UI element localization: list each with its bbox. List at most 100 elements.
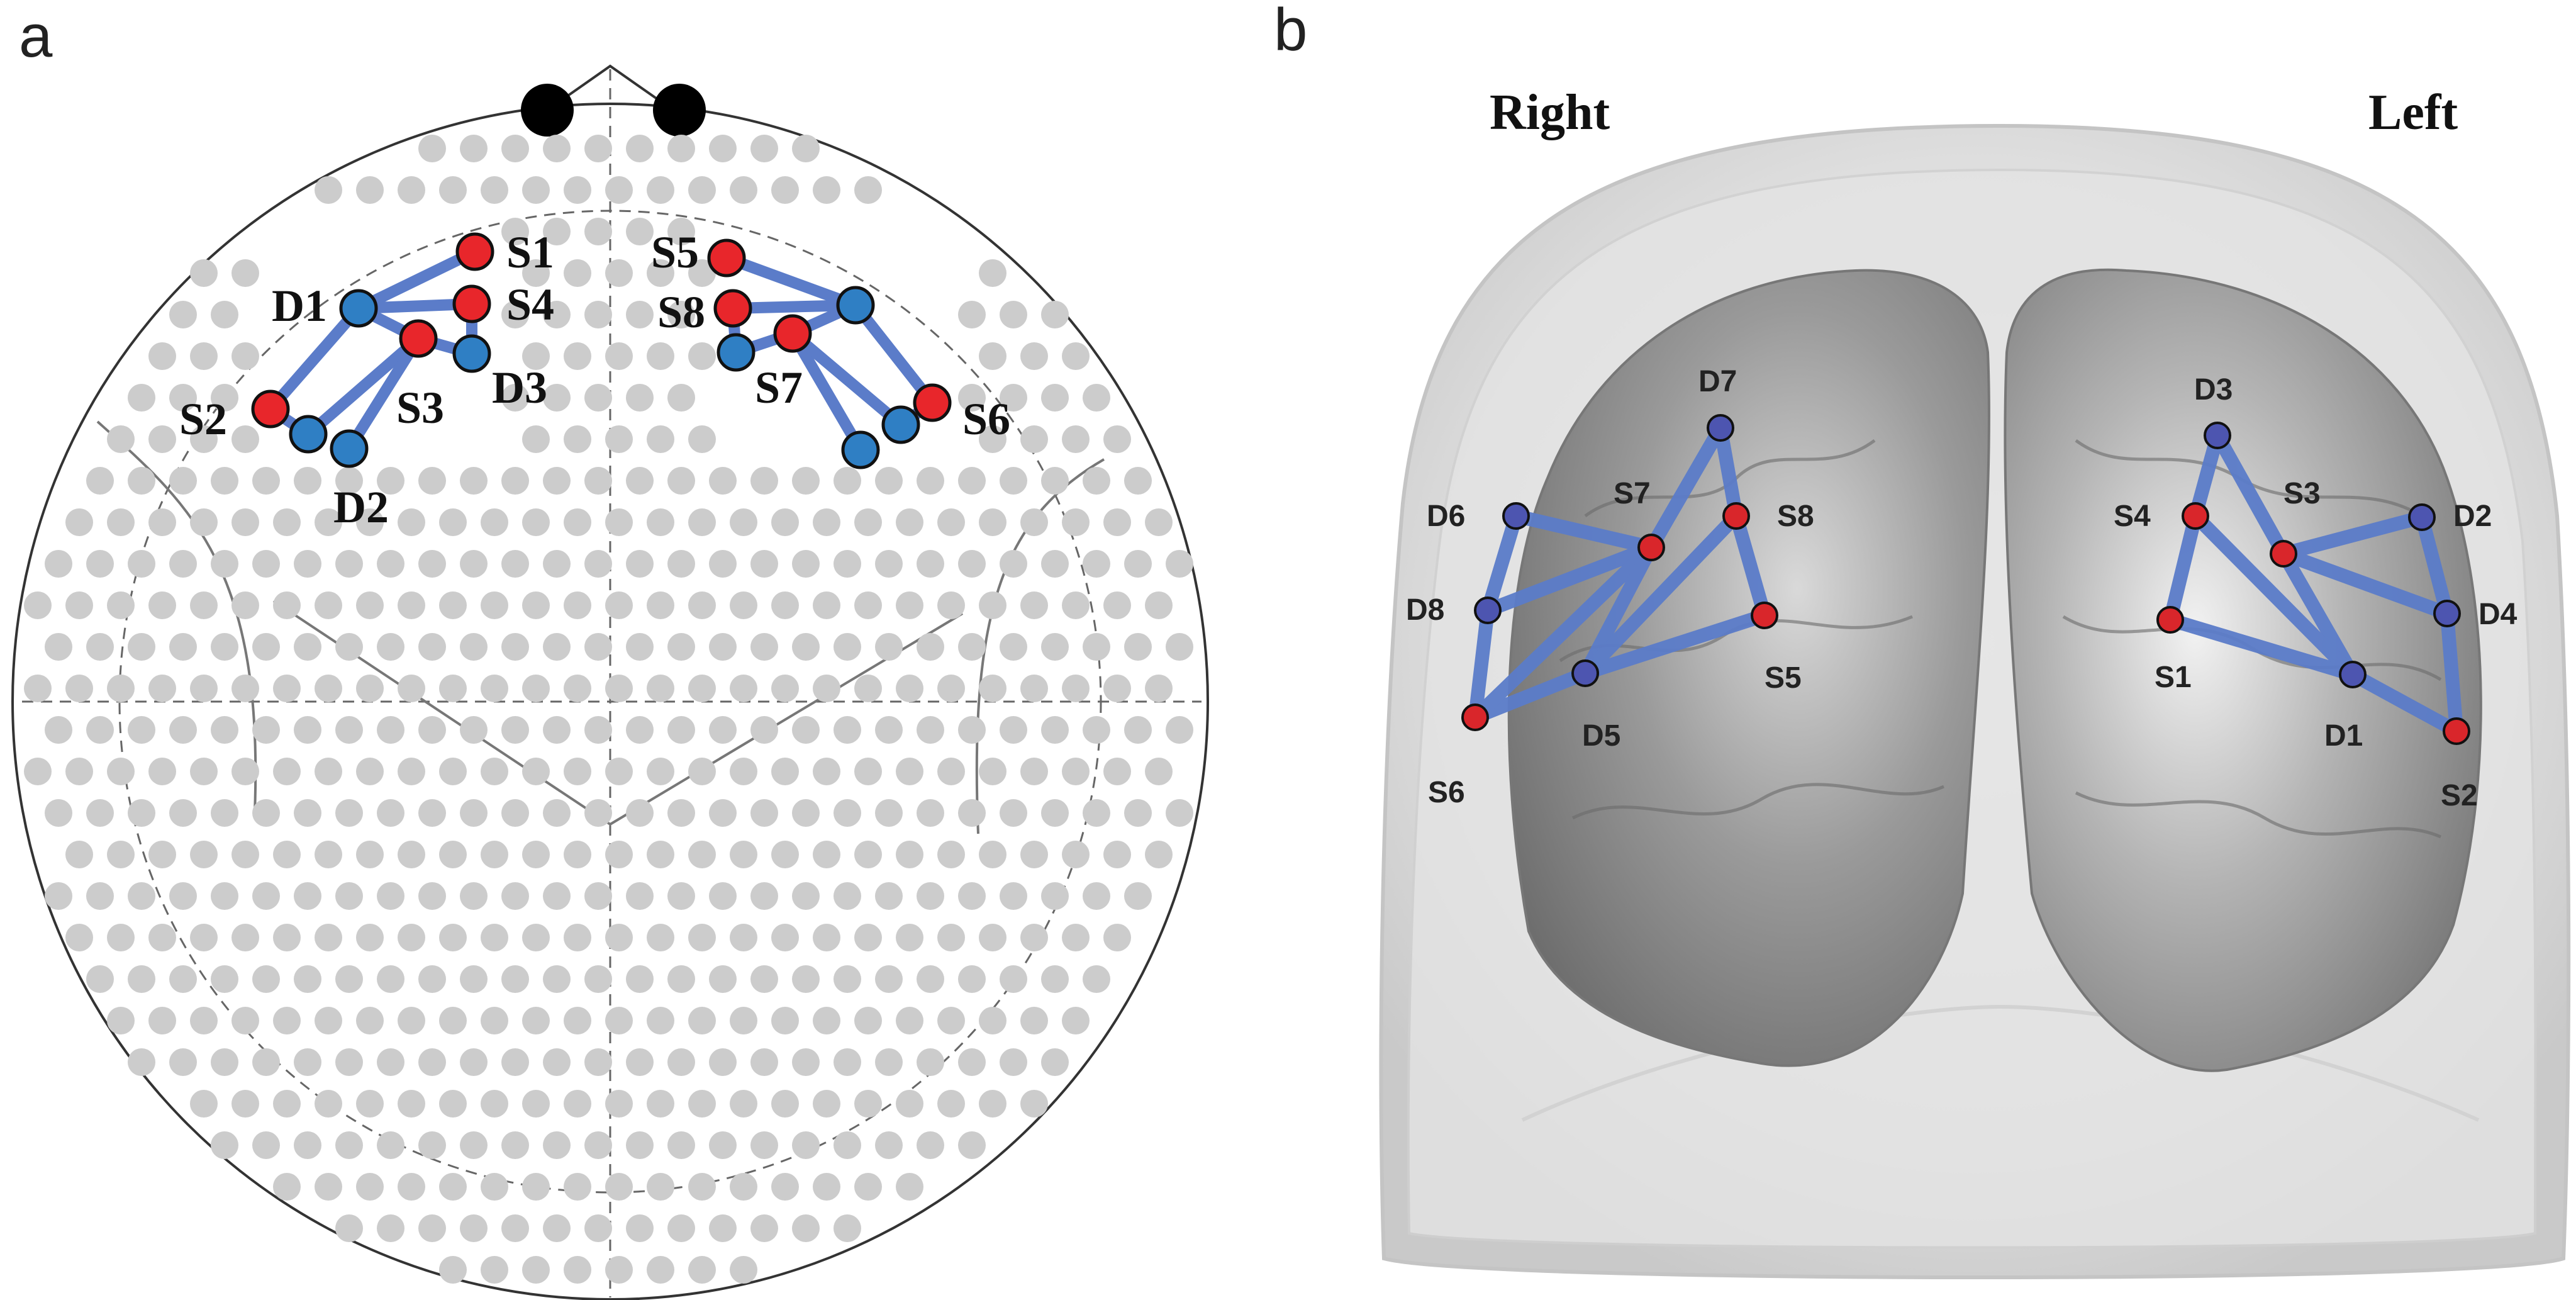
grid-dot bbox=[1083, 633, 1110, 661]
grid-dot bbox=[667, 550, 695, 578]
grid-dot bbox=[335, 882, 363, 910]
grid-dot bbox=[834, 1048, 861, 1076]
grid-dot bbox=[45, 799, 72, 827]
grid-dot bbox=[584, 301, 612, 328]
grid-dot bbox=[584, 384, 612, 412]
grid-dot bbox=[1145, 841, 1173, 868]
grid-dot bbox=[169, 882, 197, 910]
grid-dot bbox=[667, 716, 695, 744]
grid-dot bbox=[543, 799, 571, 827]
grid-dot bbox=[65, 758, 93, 785]
grid-dot bbox=[211, 384, 238, 412]
grid-dot bbox=[730, 675, 757, 702]
grid-dot bbox=[45, 633, 72, 661]
grid-dot bbox=[1083, 882, 1110, 910]
label-b-s5: S5 bbox=[1765, 661, 1802, 695]
grid-dot bbox=[543, 135, 571, 162]
grid-dot bbox=[190, 342, 218, 370]
grid-dot bbox=[86, 882, 114, 910]
grid-dot bbox=[107, 425, 135, 453]
grid-dot bbox=[647, 342, 674, 370]
grid-dot bbox=[252, 1048, 280, 1076]
grid-dot bbox=[86, 550, 114, 578]
grid-dot bbox=[522, 176, 550, 204]
grid-dot bbox=[356, 758, 384, 785]
grid-dot bbox=[24, 758, 52, 785]
grid-dot bbox=[854, 1173, 882, 1201]
optode-b-s7 bbox=[1637, 534, 1665, 561]
grid-dot bbox=[1000, 716, 1027, 744]
grid-dot bbox=[917, 467, 944, 495]
label-b-d1: D1 bbox=[2324, 719, 2363, 753]
grid-dot bbox=[688, 841, 716, 868]
grid-dot bbox=[294, 965, 321, 993]
grid-dot bbox=[418, 135, 446, 162]
grid-dot bbox=[896, 675, 923, 702]
grid-dot bbox=[1103, 425, 1131, 453]
grid-dot bbox=[771, 1090, 799, 1118]
grid-dot bbox=[501, 882, 529, 910]
grid-dot bbox=[854, 508, 882, 536]
grid-dot bbox=[543, 301, 571, 328]
grid-dot bbox=[356, 924, 384, 951]
grid-dot bbox=[335, 965, 363, 993]
grid-dot bbox=[294, 716, 321, 744]
grid-dot bbox=[626, 1214, 654, 1242]
grid-dot bbox=[730, 1173, 757, 1201]
grid-dot bbox=[169, 799, 197, 827]
grid-dot bbox=[1103, 508, 1131, 536]
grid-dot bbox=[709, 633, 737, 661]
grid-dot bbox=[771, 758, 799, 785]
grid-dot bbox=[231, 508, 259, 536]
grid-dot bbox=[501, 716, 529, 744]
grid-dot bbox=[86, 467, 114, 495]
grid-dot bbox=[460, 1048, 488, 1076]
face-contour bbox=[1521, 1004, 2480, 1122]
grid-dot bbox=[211, 799, 238, 827]
grid-dot bbox=[792, 1048, 820, 1076]
label-b-d6: D6 bbox=[1427, 500, 1465, 533]
grid-dot bbox=[501, 384, 529, 412]
grid-dot bbox=[605, 508, 633, 536]
grid-dot bbox=[958, 301, 986, 328]
grid-dot bbox=[86, 799, 114, 827]
grid-dot bbox=[730, 591, 757, 619]
grid-dot bbox=[917, 799, 944, 827]
optode-a-d2a bbox=[289, 415, 328, 454]
grid-dot bbox=[501, 301, 529, 328]
grid-dot bbox=[377, 467, 404, 495]
grid-dot bbox=[813, 924, 840, 951]
grid-dot bbox=[917, 1048, 944, 1076]
grid-dot bbox=[917, 1131, 944, 1159]
grid-dot bbox=[273, 1090, 301, 1118]
grid-dot bbox=[543, 550, 571, 578]
grid-dot bbox=[605, 425, 633, 453]
optodes-b bbox=[1461, 414, 2470, 745]
grid-dot bbox=[667, 384, 695, 412]
grid-dot bbox=[854, 591, 882, 619]
grid-dot bbox=[730, 841, 757, 868]
label-b-d2: D2 bbox=[2453, 500, 2492, 533]
grid-dot bbox=[688, 591, 716, 619]
grid-dot bbox=[356, 591, 384, 619]
grid-dot bbox=[979, 841, 1006, 868]
grid-dot bbox=[294, 550, 321, 578]
grid-dot bbox=[211, 1131, 238, 1159]
grid-dot bbox=[792, 716, 820, 744]
grid-dot bbox=[148, 508, 176, 536]
grid-dot bbox=[605, 342, 633, 370]
grid-dot bbox=[543, 716, 571, 744]
grid-dot bbox=[1041, 799, 1069, 827]
label-b-d7: D7 bbox=[1698, 365, 1737, 398]
grid-dot bbox=[501, 799, 529, 827]
grid-dot bbox=[169, 965, 197, 993]
grid-dot bbox=[273, 1173, 301, 1201]
optode-b-s5 bbox=[1751, 602, 1778, 629]
grid-dot bbox=[148, 1007, 176, 1034]
grid-dot bbox=[273, 1007, 301, 1034]
grid-dot bbox=[584, 135, 612, 162]
grid-dot bbox=[148, 841, 176, 868]
grid-dot bbox=[1041, 1048, 1069, 1076]
grid-dot bbox=[460, 1131, 488, 1159]
grid-dot bbox=[626, 301, 654, 328]
